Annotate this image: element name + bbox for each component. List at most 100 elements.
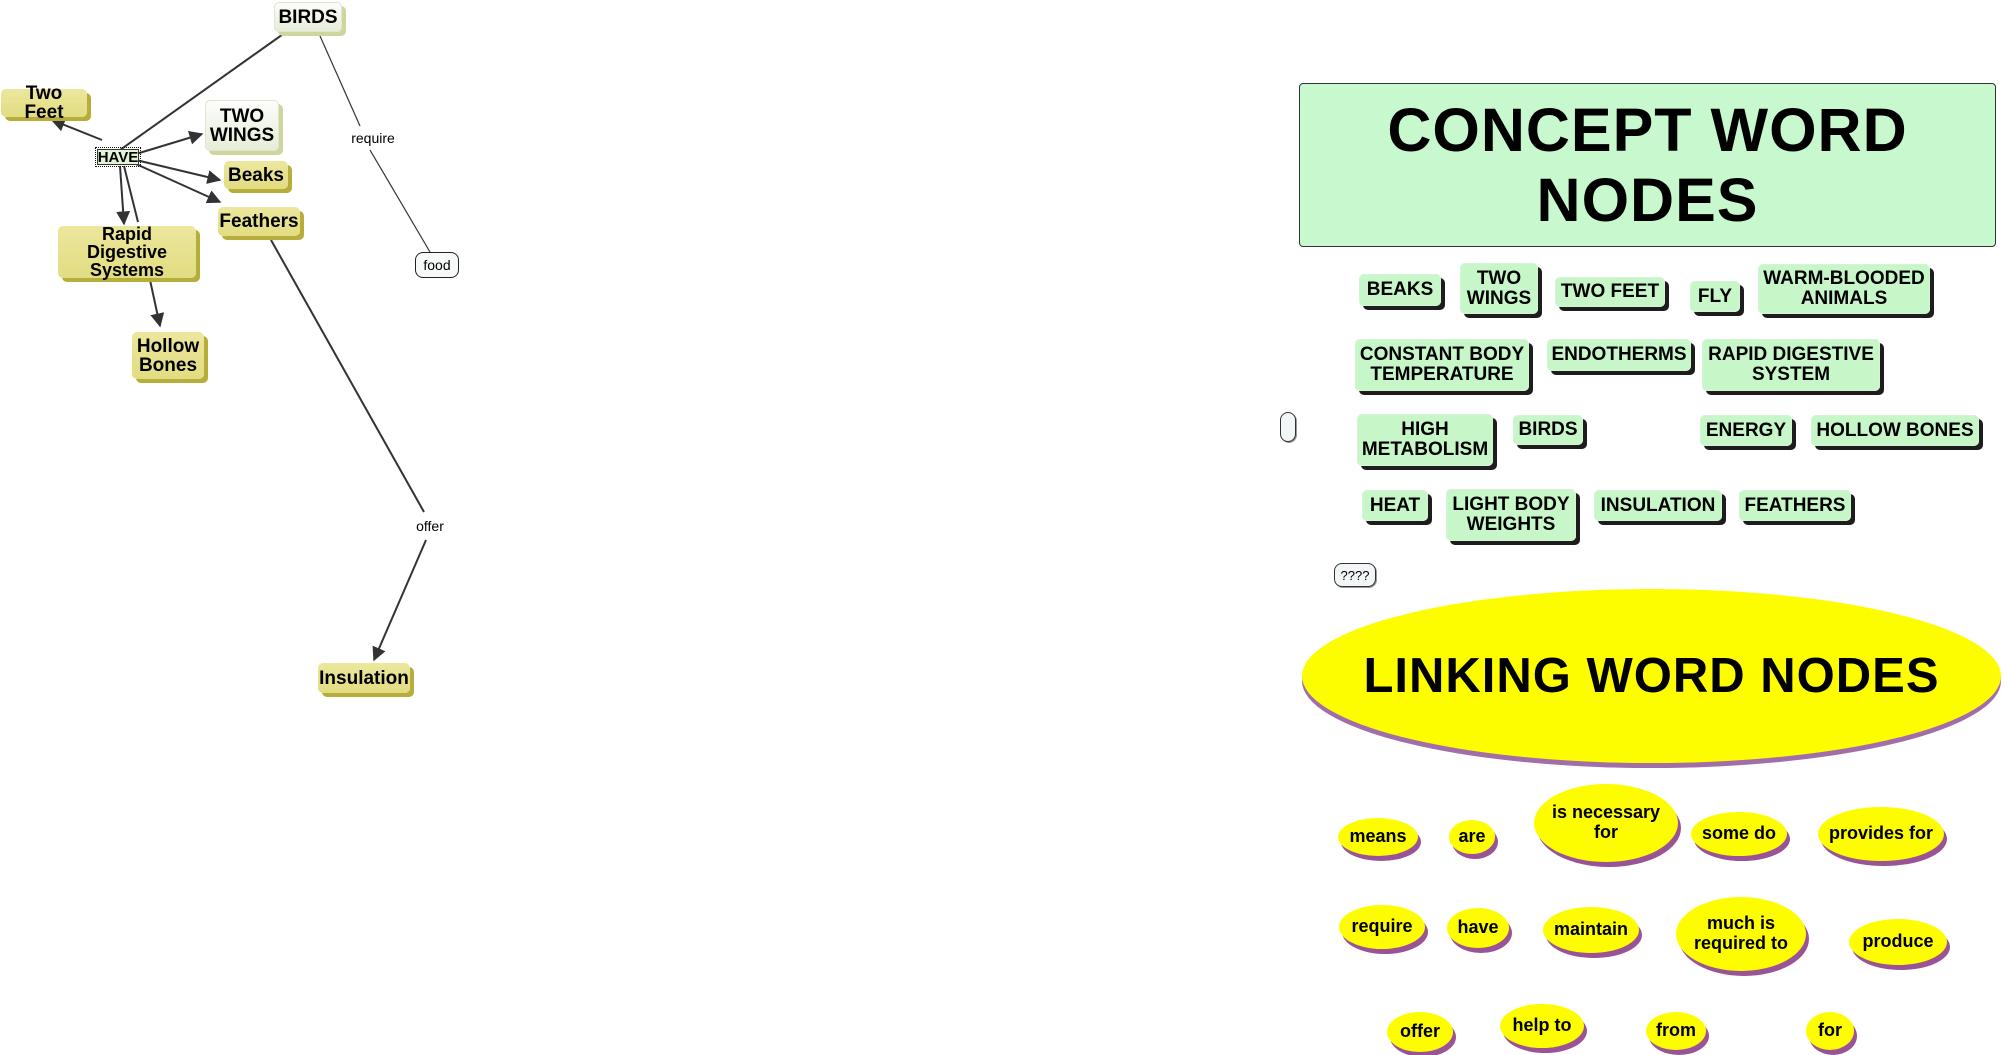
concept-word-label: ENERGY: [1705, 419, 1787, 441]
node-insulation[interactable]: Insulation: [318, 663, 410, 693]
concept-word-endotherms[interactable]: ENDOTHERMS: [1547, 339, 1691, 371]
node-birds-label: BIRDS: [278, 6, 338, 28]
concept-word-label: HEAT: [1369, 494, 1421, 516]
concept-word-warm-blooded-animals[interactable]: WARM-BLOODED ANIMALS: [1758, 264, 1930, 314]
linking-word-label: help to: [1512, 1015, 1572, 1036]
linking-word-nodes-header: LINKING WORD NODES: [1302, 589, 2001, 763]
linking-word-label: require: [1351, 916, 1413, 937]
node-rapid-digestive-systems[interactable]: Rapid Digestive Systems: [58, 224, 196, 280]
concept-word-beaks[interactable]: BEAKS: [1359, 274, 1441, 306]
linking-word-label: much is required to: [1693, 913, 1788, 953]
concept-word-fly[interactable]: FLY: [1690, 281, 1740, 312]
line-require-food: [369, 149, 431, 253]
arrow-have-rapid-digestive: [116, 165, 131, 226]
concept-word-rapid-digestive-system[interactable]: RAPID DIGESTIVE SYSTEM: [1702, 339, 1880, 391]
concept-word-label: FLY: [1697, 285, 1733, 307]
linking-word-much-is-required-to[interactable]: much is required to: [1676, 897, 1806, 971]
linking-word-require[interactable]: require: [1339, 905, 1425, 949]
arrow-digestive-hollow-bones: [149, 279, 165, 328]
concept-word-label: BEAKS: [1366, 279, 1434, 301]
question-node[interactable]: ????: [1334, 563, 1376, 587]
linking-word-provides-for[interactable]: provides for: [1818, 807, 1944, 861]
concept-word-label: RAPID DIGESTIVE SYSTEM: [1708, 344, 1874, 385]
linking-word-label: is necessary for: [1551, 802, 1661, 842]
node-feathers[interactable]: Feathers: [218, 207, 300, 236]
node-feathers-label: Feathers: [219, 211, 299, 232]
concept-word-label: HIGH METABOLISM: [1361, 419, 1489, 460]
linking-word-label: for: [1818, 1020, 1842, 1041]
concept-word-label: CONSTANT BODY TEMPERATURE: [1359, 344, 1525, 385]
concept-word-label: LIGHT BODY WEIGHTS: [1452, 494, 1570, 535]
concept-word-label: INSULATION: [1600, 494, 1716, 516]
node-insulation-label: Insulation: [319, 667, 409, 689]
linking-word-for[interactable]: for: [1806, 1012, 1854, 1050]
arrow-have-two-wings: [135, 130, 204, 155]
linking-word-maintain[interactable]: maintain: [1543, 907, 1639, 953]
node-two-wings-label: TWO WINGS: [209, 105, 275, 146]
node-food-label: food: [423, 257, 451, 273]
line-birds-require: [319, 35, 361, 127]
arrow-have-feathers: [135, 163, 222, 204]
linking-word-label: some do: [1701, 823, 1776, 844]
concept-word-label: HOLLOW BONES: [1816, 419, 1974, 441]
node-two-wings[interactable]: TWO WINGS: [205, 100, 279, 151]
node-two-feet-label: Two Feet: [24, 83, 64, 123]
linking-word-have[interactable]: have: [1447, 908, 1509, 948]
concept-word-label: TWO FEET: [1560, 281, 1660, 303]
link-label-require-text: require: [351, 130, 395, 146]
node-beaks-label: Beaks: [228, 164, 284, 186]
concept-word-two-wings[interactable]: TWO WINGS: [1460, 263, 1538, 314]
concept-word-two-feet[interactable]: TWO FEET: [1555, 277, 1665, 307]
node-rapid-digestive-label: Rapid Digestive Systems: [86, 224, 168, 280]
concept-header-label: CONCEPT WORD NODES: [1387, 96, 1908, 234]
arrow-have-beaks: [135, 159, 222, 184]
empty-node[interactable]: [1280, 412, 1296, 442]
concept-word-high-metabolism[interactable]: HIGH METABOLISM: [1357, 414, 1493, 466]
concept-word-label: FEATHERS: [1744, 494, 1846, 516]
concept-word-nodes-header: CONCEPT WORD NODES: [1299, 83, 1996, 247]
line-have-rapid-digestive: [123, 165, 139, 223]
linking-word-are[interactable]: are: [1449, 820, 1495, 854]
link-label-require[interactable]: require: [348, 128, 398, 148]
link-node-have-label: HAVE: [97, 148, 139, 166]
linking-word-offer[interactable]: offer: [1387, 1012, 1453, 1052]
link-node-have[interactable]: HAVE: [95, 147, 141, 167]
node-hollow-bones-label: Hollow Bones: [136, 335, 200, 376]
node-two-feet[interactable]: Two Feet: [1, 84, 87, 122]
node-beaks[interactable]: Beaks: [224, 161, 288, 189]
linking-word-label: means: [1349, 826, 1407, 847]
concept-word-energy[interactable]: ENERGY: [1700, 415, 1792, 446]
concept-word-hollow-bones[interactable]: HOLLOW BONES: [1811, 415, 1979, 446]
concept-word-label: WARM-BLOODED ANIMALS: [1763, 268, 1925, 309]
concept-word-light-body-weights[interactable]: LIGHT BODY WEIGHTS: [1446, 489, 1576, 541]
question-node-label: ????: [1340, 567, 1370, 583]
linking-word-label: provides for: [1828, 823, 1934, 844]
link-label-offer-text: offer: [416, 518, 444, 534]
linking-word-label: have: [1457, 917, 1499, 938]
link-label-offer[interactable]: offer: [411, 516, 449, 536]
concept-word-heat[interactable]: HEAT: [1362, 490, 1428, 521]
arrow-offer-insulation: [372, 539, 427, 662]
concept-word-birds[interactable]: BIRDS: [1513, 415, 1583, 445]
linking-word-some-do[interactable]: some do: [1691, 812, 1787, 856]
linking-word-label: produce: [1862, 931, 1934, 952]
linking-word-is-necessary-for[interactable]: is necessary for: [1534, 784, 1678, 862]
concept-word-label: TWO WINGS: [1466, 267, 1532, 309]
concept-word-label: BIRDS: [1518, 419, 1578, 441]
linking-word-label: are: [1458, 826, 1486, 847]
node-birds[interactable]: BIRDS: [274, 2, 342, 32]
concept-word-insulation[interactable]: INSULATION: [1594, 490, 1722, 521]
line-feathers-offer: [270, 239, 425, 513]
linking-word-help-to[interactable]: help to: [1500, 1004, 1584, 1048]
linking-word-produce[interactable]: produce: [1849, 919, 1947, 965]
linking-word-label: from: [1656, 1020, 1696, 1041]
linking-word-label: offer: [1400, 1021, 1440, 1042]
arrow-have-two-feet: [50, 118, 103, 141]
concept-word-feathers[interactable]: FEATHERS: [1739, 490, 1851, 521]
linking-word-means[interactable]: means: [1338, 818, 1418, 856]
node-food[interactable]: food: [415, 252, 459, 278]
concept-word-constant-body-temperature[interactable]: CONSTANT BODY TEMPERATURE: [1355, 339, 1529, 391]
node-hollow-bones[interactable]: Hollow Bones: [132, 332, 204, 379]
linking-word-from[interactable]: from: [1646, 1012, 1706, 1050]
